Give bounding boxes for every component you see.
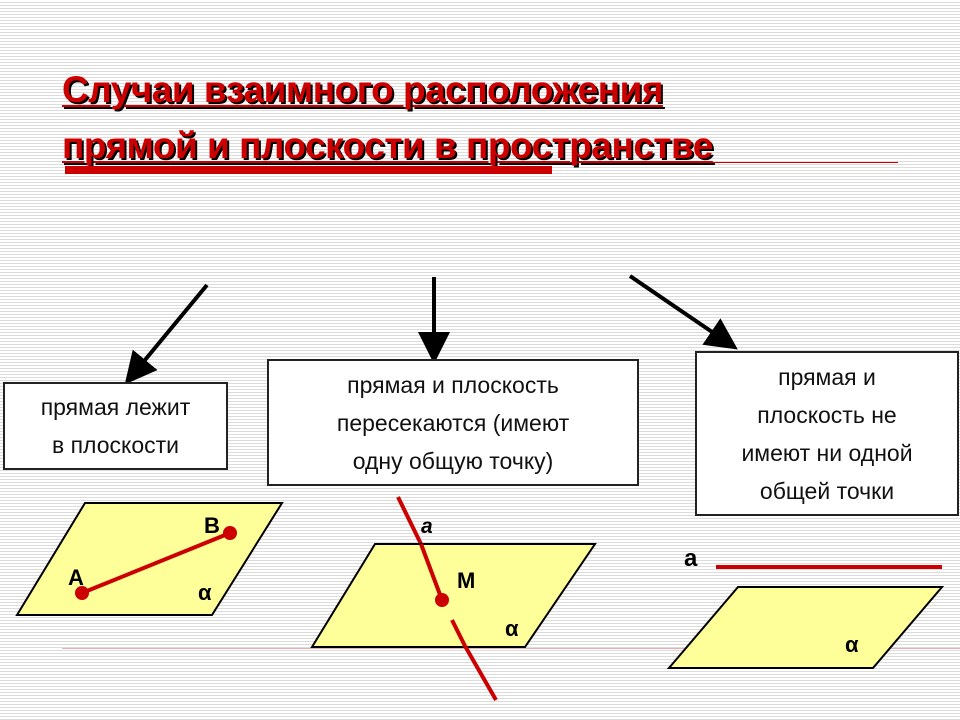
case-text-parallel: прямая и плоскость не имеют ни одной общ…: [741, 358, 912, 510]
line-a-upper: [396, 496, 423, 545]
label-point-a: А: [68, 565, 84, 590]
label-point-m: М: [457, 568, 475, 593]
arrow-to-parallel: [628, 274, 738, 350]
label-plane-lies: α: [198, 580, 212, 605]
label-point-b: В: [204, 513, 220, 538]
case-parallel-line-3: имеют ни одной: [741, 439, 913, 466]
case-parallel-line-1: прямая и: [778, 363, 876, 390]
plane-lies: [15, 502, 284, 616]
case-text-intersect: прямая и плоскость пересекаются (имеют о…: [337, 366, 569, 480]
case-box-intersect: прямая и плоскость пересекаются (имеют о…: [267, 359, 639, 486]
bottom-rule: [62, 648, 960, 649]
case-lies-line-2: в плоскости: [51, 432, 180, 458]
case-lies-line-1: прямая лежит: [40, 394, 191, 420]
case-intersect-line-2: пересекаются (имеют: [336, 409, 570, 436]
slide-title: Случаи взаимного расположения прямой и пл…: [62, 62, 713, 174]
point-a: [75, 586, 89, 600]
segment-ab: [81, 531, 231, 595]
line-a-lower: [463, 645, 498, 701]
point-m: [435, 593, 449, 607]
label-line-a-intersect: a: [421, 515, 433, 538]
plane-intersect: [310, 543, 597, 648]
case-box-lies-in-plane: прямая лежит в плоскости: [3, 382, 228, 470]
case-box-parallel: прямая и плоскость не имеют ни одной общ…: [695, 351, 959, 516]
label-plane-intersect: α: [505, 616, 519, 641]
case-parallel-line-4: общей точки: [759, 477, 895, 504]
label-plane-parallel: α: [845, 632, 859, 657]
title-line-2: прямой и плоскости в пространстве: [62, 125, 713, 166]
case-intersect-line-3: одну общую точку): [352, 447, 554, 474]
title-line-1: Случаи взаимного расположения: [62, 69, 663, 110]
plane-parallel: [666, 586, 945, 669]
line-a-hidden-2: [450, 619, 467, 647]
arrow-to-lies: [124, 283, 209, 385]
title-underline-bar: [65, 166, 552, 174]
title-underline-thin: [552, 162, 898, 163]
case-text-lies: прямая лежит в плоскости: [41, 388, 191, 464]
case-parallel-line-2: плоскость не: [757, 401, 897, 428]
case-intersect-line-1: прямая и плоскость: [347, 371, 559, 398]
line-a-hidden: [419, 543, 444, 601]
point-b: [223, 526, 237, 540]
label-line-a-parallel: a: [684, 545, 698, 572]
